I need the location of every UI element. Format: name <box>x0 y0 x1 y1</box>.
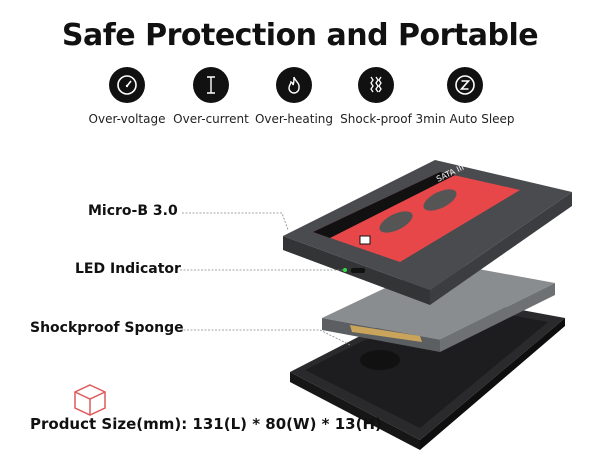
sata-drive <box>322 262 555 352</box>
callout-sponge: Shockproof Sponge <box>30 320 184 336</box>
product-size: Product Size(mm): 131(L) * 80(W) * 13(H) <box>30 415 382 433</box>
current-icon <box>193 67 229 103</box>
sleep-z-icon <box>447 67 483 103</box>
feature-over-current: Over-current <box>161 67 261 126</box>
wave-icon <box>358 67 394 103</box>
bottom-tray <box>290 295 565 450</box>
feature-auto-sleep: 3min Auto Sleep <box>415 67 515 126</box>
callout-led: LED Indicator <box>75 261 181 277</box>
top-cover: SATA III <box>283 160 572 305</box>
cube-icon <box>74 384 106 416</box>
led-indicator <box>343 268 347 272</box>
feature-shock-proof: Shock-proof <box>326 67 426 126</box>
flame-icon <box>276 67 312 103</box>
feature-over-voltage: Over-voltage <box>77 67 177 126</box>
micro-b-port <box>351 268 365 273</box>
feature-over-heating: Over-heating <box>244 67 344 126</box>
callout-micro-b: Micro-B 3.0 <box>88 203 178 219</box>
gauge-icon <box>109 67 145 103</box>
page-title: Safe Protection and Portable <box>61 18 539 53</box>
